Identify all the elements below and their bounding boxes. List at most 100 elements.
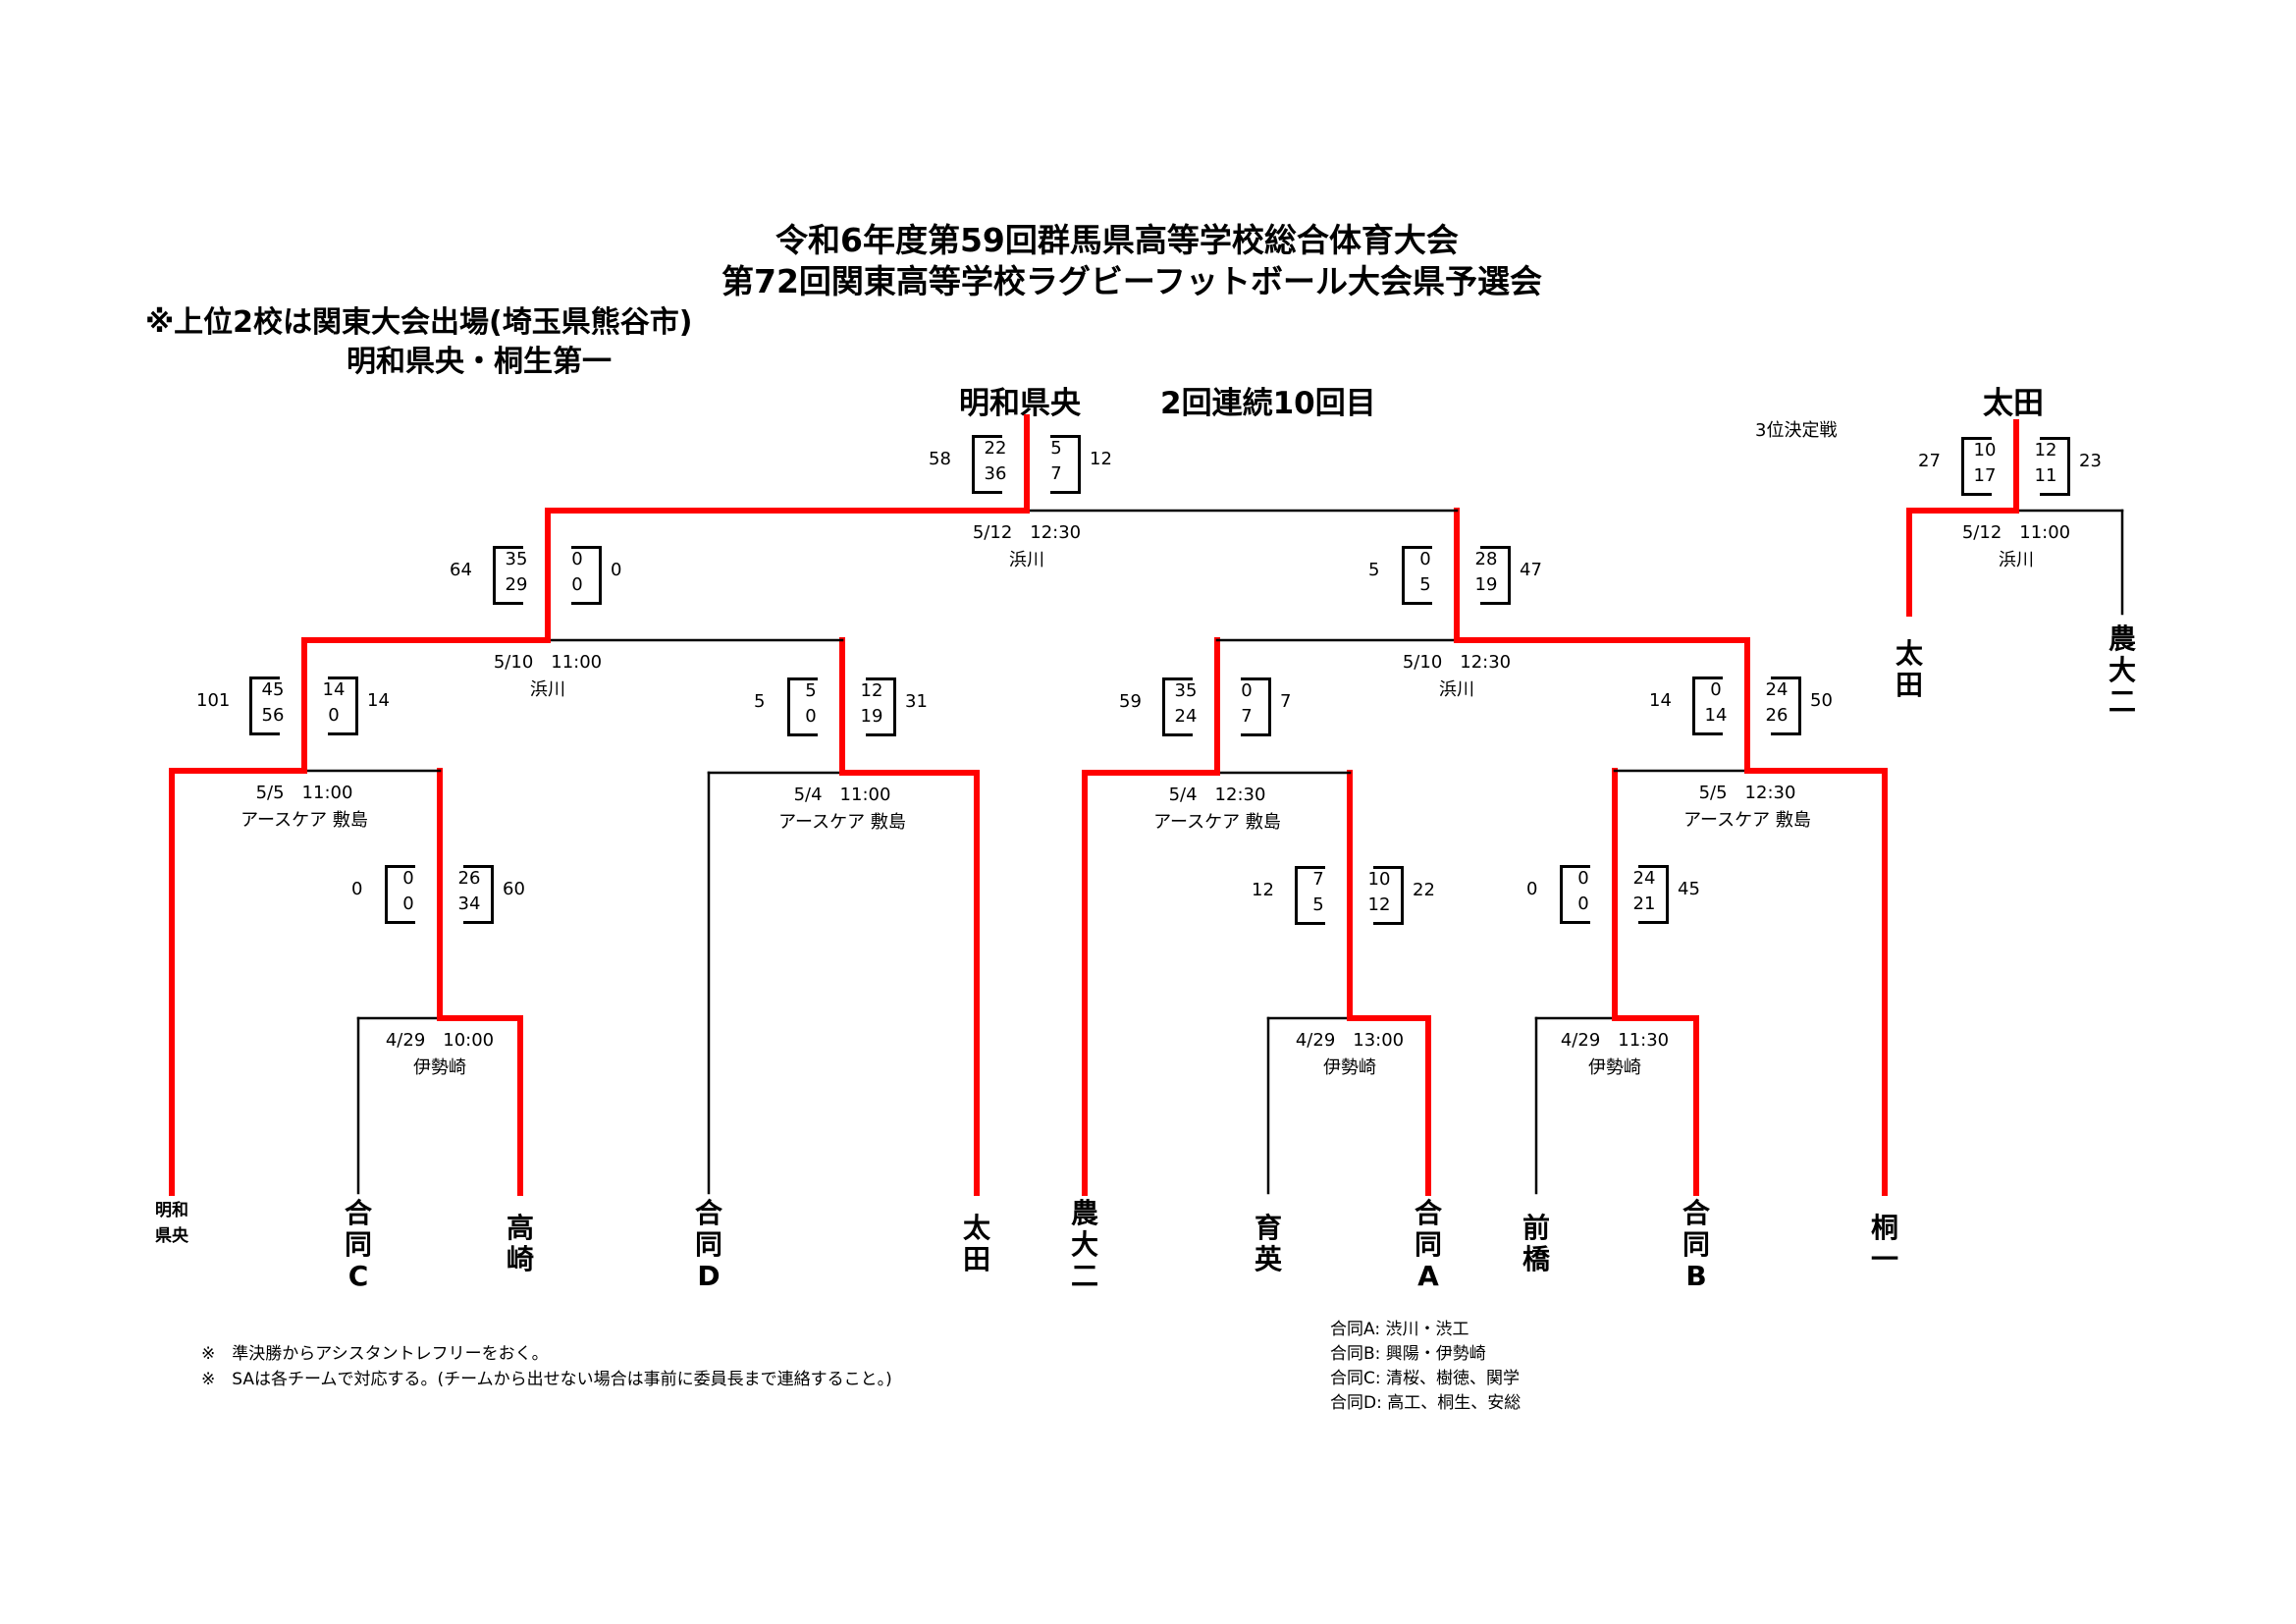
qf2-left-second-half: 0 <box>805 705 817 727</box>
r1a-datetime: 4/29 10:00 <box>385 1030 495 1051</box>
qf2-datetime: 5/4 11:00 <box>793 785 891 805</box>
qf4-left-second-half: 14 <box>1704 704 1728 726</box>
qf4-right-first-half: 24 <box>1765 678 1789 700</box>
qf2-left-first-half: 5 <box>805 679 817 701</box>
team-label-maebashi: 前橋 <box>1522 1212 1550 1275</box>
team-label-godoD: 合同D <box>694 1197 722 1292</box>
r1c-right-second-half: 21 <box>1632 893 1656 914</box>
third-right-total: 23 <box>2079 451 2102 471</box>
r1b-left-score-bracket <box>1295 866 1325 925</box>
sf1-left-total: 64 <box>450 560 472 580</box>
team-label-godoC: 合同C <box>344 1197 372 1292</box>
team-label-godoB: 合同B <box>1682 1197 1710 1292</box>
qf3-right-second-half: 7 <box>1241 705 1253 727</box>
team-label-nodai2: 農大二 <box>1070 1197 1098 1292</box>
qf2-venue: アースケア 敷島 <box>778 812 906 833</box>
final-right-score-bracket <box>1050 434 1081 494</box>
sf1-left-second-half: 29 <box>505 574 528 595</box>
r1b-left-total: 12 <box>1252 880 1274 900</box>
r1a-right-second-half: 34 <box>457 893 481 914</box>
title-line-1: 令和6年度第59回群馬県高等学校総合体育大会 <box>775 221 1459 259</box>
r1b-right-second-half: 12 <box>1367 894 1391 915</box>
r1c-venue: 伊勢崎 <box>1588 1057 1641 1078</box>
sf1-right-second-half: 0 <box>571 574 583 595</box>
final-left-score-bracket <box>972 434 1002 494</box>
sf1-venue: 浜川 <box>530 679 565 700</box>
r1c-right-first-half: 24 <box>1632 868 1656 889</box>
final-left-first-half: 22 <box>984 437 1007 459</box>
qf3-right-score-bracket <box>1241 677 1271 736</box>
sf2-right-score-bracket <box>1480 546 1511 605</box>
r1b-right-score-bracket <box>1373 866 1404 925</box>
third-place-winner: 太田 <box>1983 386 2044 421</box>
third-place-label: 3位決定戦 <box>1755 420 1838 441</box>
qf2-right-first-half: 12 <box>860 679 883 701</box>
r1a-left-second-half: 0 <box>402 893 414 914</box>
sf2-left-first-half: 0 <box>1419 549 1431 569</box>
qf1-right-total: 14 <box>367 689 390 711</box>
third-left-score-bracket <box>1961 437 1992 496</box>
qf1-left-second-half: 56 <box>261 704 285 726</box>
r1a-right-first-half: 26 <box>457 868 481 889</box>
sf2-right-first-half: 28 <box>1474 549 1498 569</box>
sf1-right-score-bracket <box>571 546 602 605</box>
r1c-left-first-half: 0 <box>1577 868 1589 889</box>
qf1-right-first-half: 14 <box>322 678 346 700</box>
qf4-right-score-bracket <box>1771 676 1801 735</box>
footnote-1: ※ 準決勝からアシスタントレフリーをおく。 <box>201 1344 549 1364</box>
qualify-note: ※上位2校は関東大会出場(埼玉県熊谷市) <box>145 305 693 340</box>
joint-team-legend-a: 合同A: 渋川・渋工 <box>1330 1320 1469 1339</box>
r1b-right-first-half: 10 <box>1367 869 1391 890</box>
champion-name: 明和県央 <box>959 386 1081 421</box>
r1a-left-score-bracket <box>385 865 415 924</box>
r1b-venue: 伊勢崎 <box>1323 1057 1376 1078</box>
third-left-first-half: 10 <box>1973 440 1997 460</box>
qf4-right-total: 50 <box>1810 689 1833 711</box>
qf3-left-first-half: 35 <box>1174 679 1198 701</box>
sf2-left-score-bracket <box>1402 546 1432 605</box>
final-right-total: 12 <box>1090 448 1112 469</box>
qf3-left-score-bracket <box>1162 677 1193 736</box>
qf3-venue: アースケア 敷島 <box>1153 812 1281 833</box>
third-left-second-half: 17 <box>1973 465 1997 486</box>
r1b-left-second-half: 5 <box>1312 894 1324 915</box>
champion-streak: 2回連続10回目 <box>1160 386 1376 421</box>
final-left-second-half: 36 <box>984 462 1007 484</box>
sf1-right-first-half: 0 <box>571 549 583 569</box>
final-datetime: 5/12 12:30 <box>972 522 1082 543</box>
sf1-left-first-half: 35 <box>505 549 528 569</box>
third-datetime: 5/12 11:00 <box>1961 522 2071 543</box>
r1c-datetime: 4/29 11:30 <box>1560 1030 1670 1051</box>
r1a-venue: 伊勢崎 <box>413 1057 466 1078</box>
sf1-left-score-bracket <box>493 546 523 605</box>
qf1-datetime: 5/5 11:00 <box>255 783 353 803</box>
qf1-venue: アースケア 敷島 <box>240 810 368 831</box>
sf2-venue: 浜川 <box>1439 679 1474 700</box>
qf4-left-total: 14 <box>1649 689 1672 711</box>
final-venue: 浜川 <box>1009 550 1044 570</box>
team-label-meiwa: 明和県央 <box>155 1201 188 1246</box>
third-place-left-team: 太田 <box>1895 637 1923 701</box>
third-place-right-team: 農大二 <box>2108 623 2136 718</box>
r1a-right-score-bracket <box>463 865 494 924</box>
joint-team-legend-d: 合同D: 高工、桐生、安総 <box>1330 1393 1522 1413</box>
r1b-right-total: 22 <box>1413 880 1435 900</box>
r1c-right-score-bracket <box>1638 865 1669 924</box>
qualified-teams: 明和県央・桐生第一 <box>347 345 612 379</box>
qf4-right-second-half: 26 <box>1765 704 1789 726</box>
sf1-datetime: 5/10 11:00 <box>493 652 603 673</box>
team-label-ota: 太田 <box>962 1212 990 1275</box>
qf4-left-score-bracket <box>1692 676 1723 735</box>
sf2-left-second-half: 5 <box>1419 574 1431 595</box>
qf3-datetime: 5/4 12:30 <box>1168 785 1266 805</box>
r1a-right-total: 60 <box>503 879 525 899</box>
team-label-godoA: 合同A <box>1414 1197 1442 1292</box>
r1c-left-total: 0 <box>1526 879 1538 899</box>
r1c-right-total: 45 <box>1678 879 1700 899</box>
final-right-first-half: 5 <box>1050 437 1062 459</box>
third-right-first-half: 12 <box>2034 440 2057 460</box>
sf1-right-total: 0 <box>611 560 622 580</box>
r1b-datetime: 4/29 13:00 <box>1295 1030 1405 1051</box>
title-line-2: 第72回関東高等学校ラグビーフットボール大会県予選会 <box>721 262 1542 300</box>
